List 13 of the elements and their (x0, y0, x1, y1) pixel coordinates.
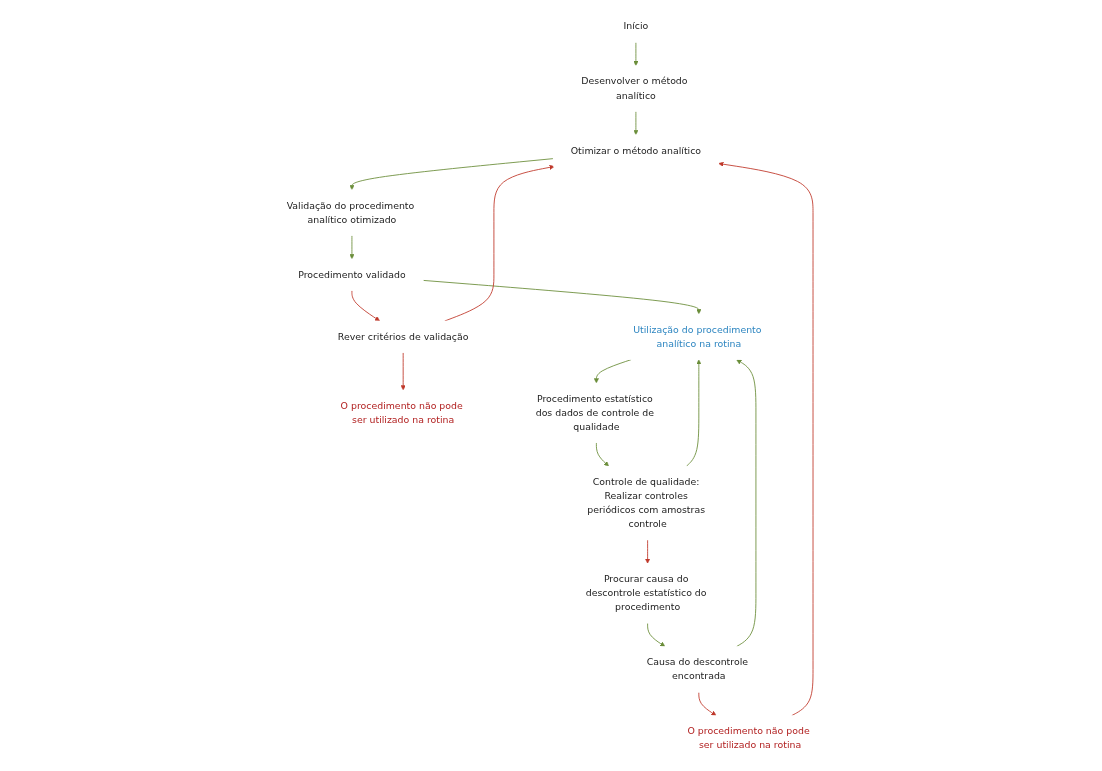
node-text: Rever critérios de validação (337, 330, 469, 342)
node-text: Causa do descontrole encontrada (646, 656, 748, 682)
node-text: Otimizar o método analítico (570, 144, 702, 156)
node-text: O procedimento não pode ser utilizado na rotina (340, 399, 463, 425)
node-text: O procedimento não pode ser utilizado na rotina (687, 725, 810, 751)
node-text: Procurar causa do descontrole estatístico do procedimento (585, 572, 707, 613)
node-text: Procedimento validado (298, 268, 406, 280)
node-text: Validação do procedimento analítico otimizado (286, 199, 415, 225)
node-text: Procedimento estatístico dos dados de controle de qualidade (535, 392, 655, 432)
node-text: Controle de qualidade: Realizar controles periódicos com amostras controle (587, 475, 706, 529)
node-text: Desenvolver o método analítico (581, 75, 688, 101)
node-text: Início (623, 20, 649, 32)
node-text: Utilização do procedimento analítico na rotina (633, 323, 762, 349)
